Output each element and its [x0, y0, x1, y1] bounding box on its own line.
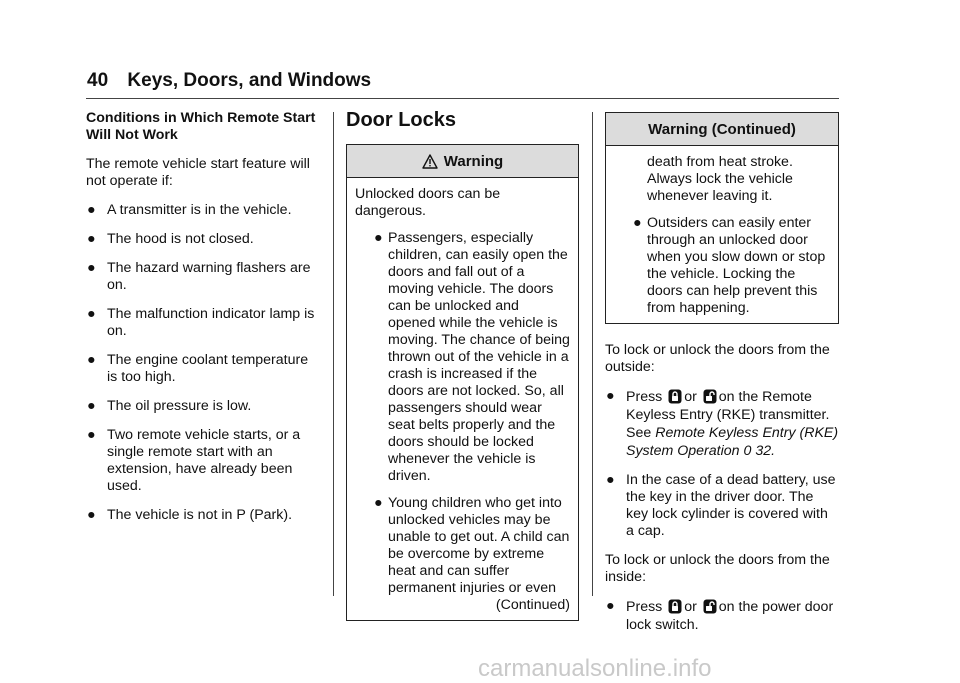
warning-label: Warning — [443, 152, 504, 170]
warning-body: death from heat stroke. Always lock the … — [606, 146, 838, 323]
warning-box: Warning Unlocked doors can be dangerous.… — [346, 144, 579, 621]
column-door-locks: Door Locks Warning Unlocked doors can be… — [346, 109, 579, 621]
list-item: ●Passengers, especially children, can ea… — [374, 230, 570, 484]
list-item: ●The malfunction indicator lamp is on. — [87, 306, 315, 339]
page-reference: 0 32. — [743, 443, 776, 459]
outside-intro: To lock or unlock the doors from the out… — [605, 342, 830, 375]
header-rule — [86, 98, 839, 99]
continued-label: (Continued) — [495, 597, 570, 613]
warning-intro: Unlocked doors can be dangerous. — [355, 186, 501, 219]
warning-continued-text: death from heat stroke. Always lock the … — [647, 154, 793, 204]
warning-triangle-icon — [422, 153, 438, 169]
page-header: 40 Keys, Doors, and Windows — [87, 70, 371, 92]
list-item: ●The hood is not closed. — [87, 231, 254, 247]
unlock-icon — [703, 389, 717, 404]
list-item: ●Young children who get into unlocked ve… — [374, 495, 570, 596]
column-door-locks-continued: Warning (Continued) death from heat stro… — [605, 112, 839, 646]
warning-box-continued: Warning (Continued) death from heat stro… — [605, 112, 839, 324]
warning-body: Unlocked doors can be dangerous. ●Passen… — [347, 178, 578, 620]
subheading: Conditions in Which Remote Start Will No… — [86, 110, 316, 143]
intro-text: The remote vehicle start feature will no… — [86, 156, 310, 189]
page-number: 40 — [87, 70, 109, 91]
list-item: ●The hazard warning flashers are on. — [87, 260, 311, 293]
rke-reference-link[interactable]: Remote Keyless Entry (RKE) System Operat… — [626, 425, 839, 459]
lock-icon — [668, 389, 682, 404]
column-divider-1 — [333, 112, 334, 596]
list-item: ●A transmitter is in the vehicle. — [87, 202, 292, 218]
list-item: ●The engine coolant temperature is too h… — [87, 352, 309, 385]
inside-intro: To lock or unlock the doors from the ins… — [605, 552, 830, 585]
list-item: ●The oil pressure is low. — [87, 398, 252, 414]
section-heading: Door Locks — [346, 109, 457, 131]
list-item: ●The vehicle is not in P (Park). — [87, 507, 293, 523]
column-remote-start: Conditions in Which Remote Start Will No… — [86, 110, 318, 536]
warning-header: Warning — [347, 145, 578, 178]
list-item: ●Two remote vehicle starts, or a single … — [87, 427, 301, 494]
list-item: ●Outsiders can easily enter through an u… — [633, 215, 826, 316]
column-divider-2 — [592, 112, 593, 596]
warning-header: Warning (Continued) — [606, 113, 838, 146]
section-title: Keys, Doors, and Windows — [127, 70, 372, 91]
unlock-icon — [703, 599, 717, 614]
list-item: ● Press or on the Remote Keyless Entry (… — [606, 388, 839, 459]
watermark: carmanualsonline.info — [478, 655, 712, 682]
list-item: ●In the case of a dead battery, use the … — [606, 472, 836, 539]
lock-icon — [668, 599, 682, 614]
list-item: ● Press or on the power door lock switch… — [606, 598, 834, 633]
